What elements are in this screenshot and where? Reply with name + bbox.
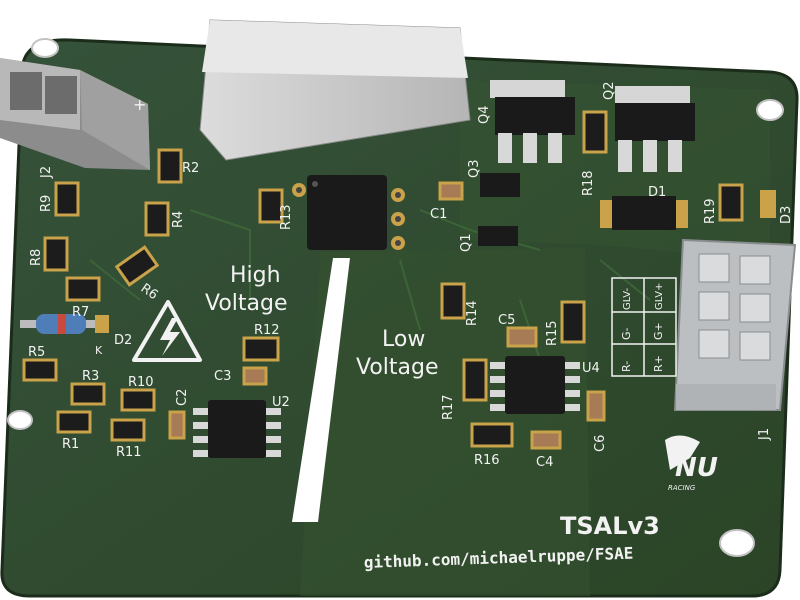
- pin-label: R+: [652, 355, 665, 372]
- ref-j2: J2: [39, 166, 54, 179]
- ref-r19: R19: [703, 198, 718, 224]
- copper-traces: [89, 209, 651, 361]
- ref-r16: R16: [474, 453, 500, 468]
- board-title: TSALv3: [560, 512, 660, 540]
- ref-d2: D2: [114, 333, 132, 348]
- transistor-q1: [478, 226, 518, 246]
- pin-label: GLV-: [622, 288, 633, 310]
- transistor-q2: [615, 86, 695, 172]
- logo-subtext: RACING: [668, 484, 696, 492]
- ref-q4: Q4: [477, 105, 492, 124]
- ref-q2: Q2: [602, 81, 617, 100]
- ref-r12: R12: [254, 323, 280, 338]
- ic-u4: [490, 356, 580, 414]
- ref-d1: D1: [648, 185, 666, 200]
- passive-components: [22, 110, 776, 450]
- pin-label: GLV+: [654, 283, 665, 310]
- ref-r9: R9: [39, 195, 54, 212]
- connector-j1: [673, 238, 797, 411]
- transistor-q3: [480, 173, 520, 197]
- ref-r5: R5: [28, 345, 45, 360]
- isolation-slot: [292, 258, 350, 522]
- ref-r14: R14: [465, 300, 480, 326]
- ref-c5: C5: [498, 313, 515, 328]
- ref-c2: C2: [175, 389, 190, 406]
- diode-d1: [600, 196, 688, 230]
- logo-text: NU: [675, 453, 718, 483]
- mounting-holes: [7, 38, 784, 557]
- ref-j1: J1: [757, 428, 772, 441]
- zone-low-label-line2: Voltage: [356, 355, 439, 380]
- ic-u2: [193, 400, 281, 458]
- ref-r18: R18: [581, 170, 596, 196]
- transistor-q4: [490, 80, 575, 163]
- ref-r10: R10: [128, 375, 154, 390]
- ref-r4: R4: [171, 211, 186, 228]
- zone-low-label-line1: Low: [382, 327, 425, 352]
- connector-j2: [0, 58, 150, 170]
- ref-r15: R15: [545, 320, 560, 346]
- ref-r13: R13: [279, 204, 294, 230]
- ic-u3: [292, 175, 405, 250]
- ref-r17: R17: [441, 394, 456, 420]
- ref-r8: R8: [29, 249, 44, 266]
- pin-label: G-: [620, 327, 633, 340]
- ref-r2: R2: [182, 161, 199, 176]
- ref-q3: Q3: [467, 159, 482, 178]
- diode-d2: [20, 314, 109, 334]
- ref-r3: R3: [82, 369, 99, 384]
- zone-high-label-line1: High: [230, 263, 281, 288]
- ref-r7: R7: [72, 305, 89, 320]
- ref-r11: R11: [116, 445, 142, 460]
- ref-c4: C4: [536, 455, 553, 470]
- zone-high-label-line2: Voltage: [205, 291, 288, 316]
- ref-r1: R1: [62, 437, 79, 452]
- ref-q1: Q1: [459, 233, 474, 252]
- ref-c6: C6: [593, 435, 608, 452]
- nu-racing-logo: NU RACING: [665, 435, 718, 492]
- pin-legend: R- G- GLV- R+ G+ GLV+: [611, 277, 677, 377]
- pin-label: G+: [652, 322, 665, 340]
- isolated-dcdc-module: [199, 19, 471, 161]
- ref-c3: C3: [214, 369, 231, 384]
- polarity-mark: +: [133, 95, 146, 114]
- ref-u2: U2: [272, 395, 290, 410]
- ref-u4: U4: [582, 361, 600, 376]
- ref-d3: D3: [779, 206, 794, 224]
- cathode-mark: K: [95, 344, 103, 357]
- ref-c1: C1: [430, 207, 447, 222]
- high-voltage-warning-icon: [132, 300, 202, 362]
- pin-label: R-: [620, 361, 633, 372]
